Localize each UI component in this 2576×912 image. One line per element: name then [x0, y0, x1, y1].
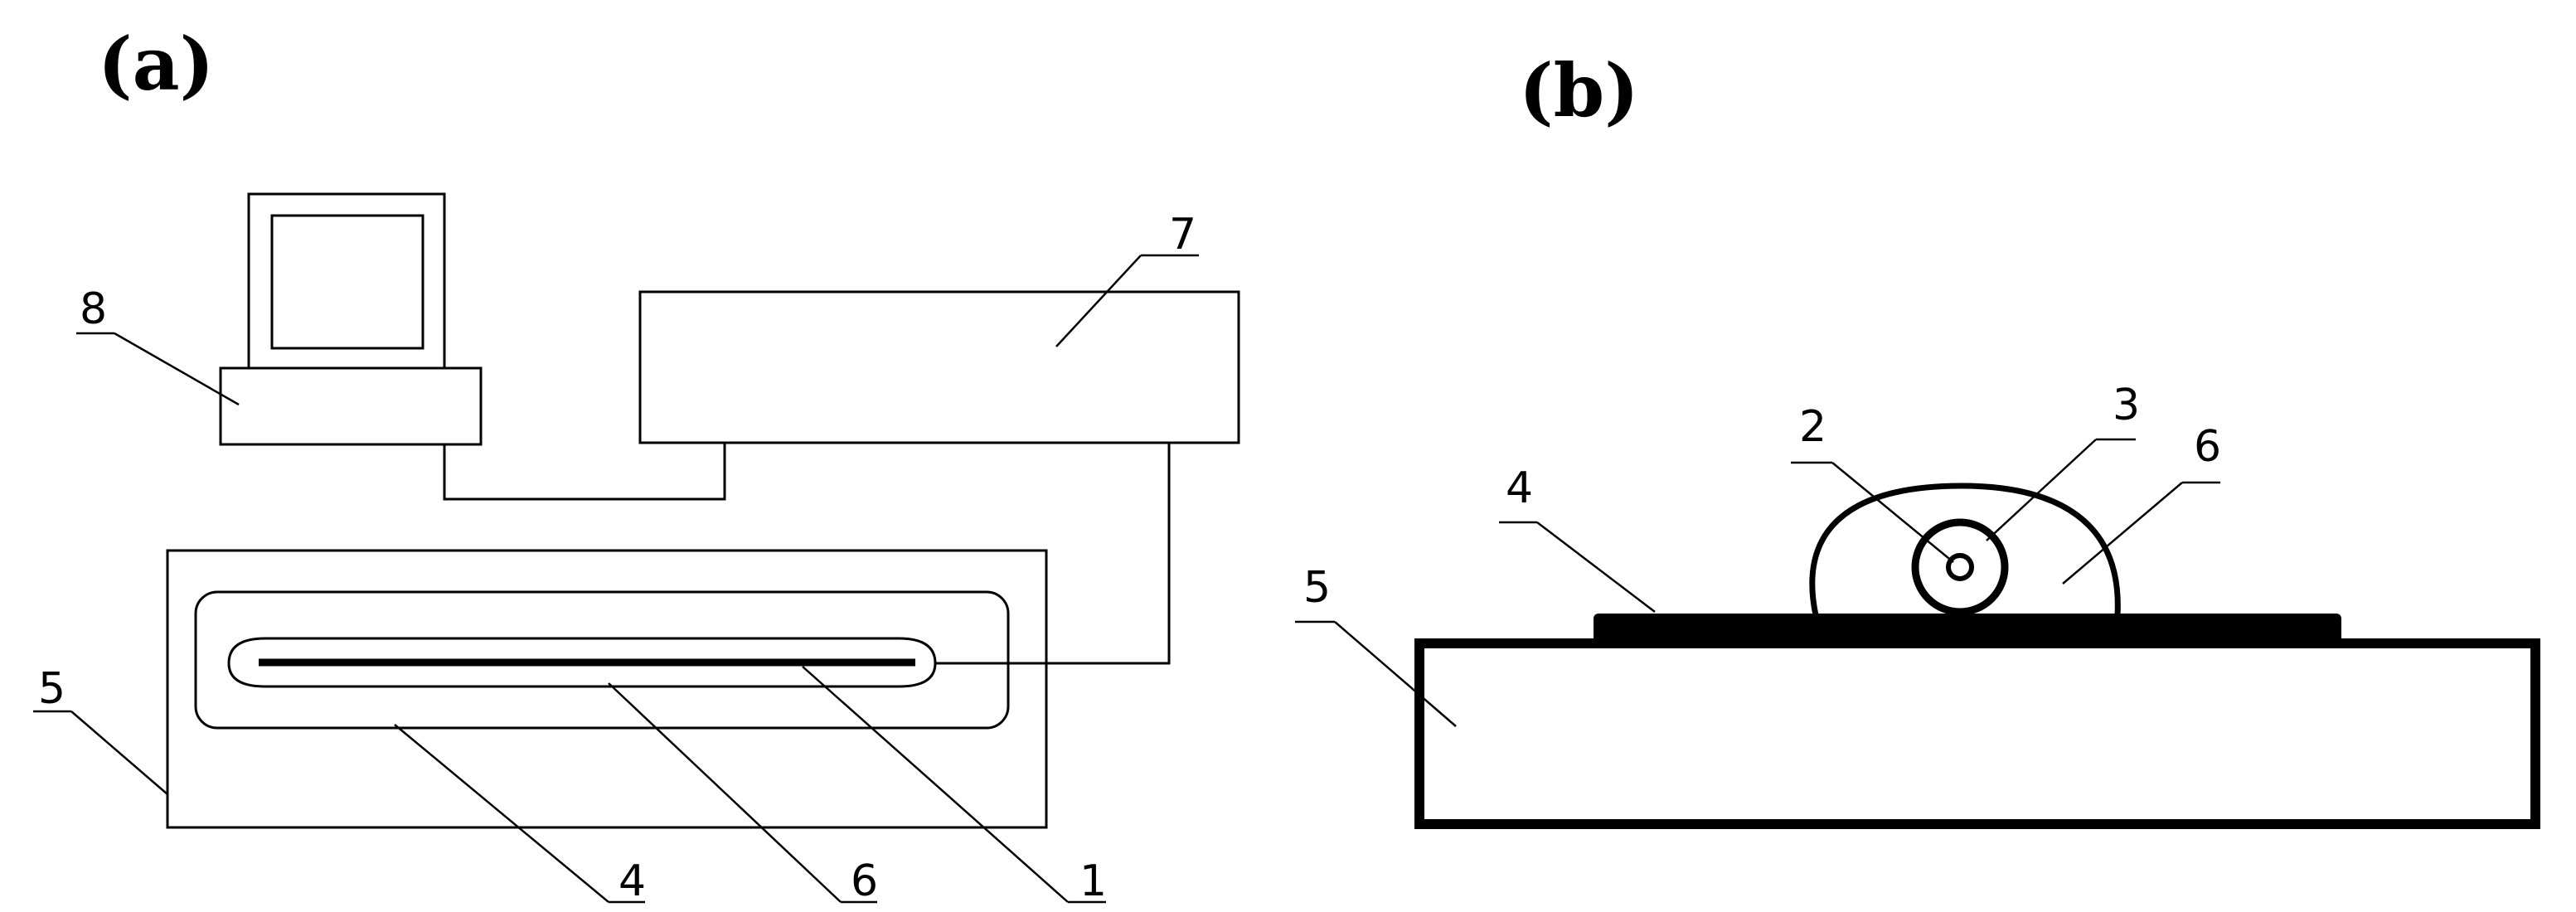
- callout-5: 5: [33, 664, 168, 795]
- computer-base-unit: [219, 366, 483, 446]
- callout-6: 6: [608, 682, 878, 906]
- callout-4a-leader: [394, 724, 609, 903]
- panel-b-label: (b): [1519, 47, 1639, 133]
- callout-8: 8: [76, 284, 240, 406]
- callout-6a-text: 6: [851, 856, 878, 906]
- coating-dome-6: [1809, 483, 2121, 616]
- callout-6b-leader: [2062, 482, 2183, 585]
- computer-monitor-screen: [270, 214, 424, 350]
- coating-ellipse-6: [227, 637, 937, 688]
- cladding-ring-3: [1911, 518, 2009, 616]
- callout-6b: 6: [2062, 422, 2221, 585]
- panel-b: (b) 2 3 6 4: [1295, 47, 2540, 829]
- instrument-box-7: [638, 290, 1240, 444]
- callout-5b-leader: [1334, 621, 1457, 727]
- callout-2-leader: [1831, 462, 1954, 563]
- callout-4a-text: 4: [619, 856, 646, 906]
- callout-3-leader: [1986, 439, 2097, 541]
- callout-1: 1: [802, 666, 1107, 906]
- callout-1-leader: [802, 666, 1069, 903]
- computer-8: [219, 192, 483, 446]
- callout-1-text: 1: [1079, 856, 1107, 906]
- callout-5a-leader: [70, 711, 168, 795]
- callout-8-text: 8: [80, 284, 107, 334]
- outer-box-5: [166, 549, 1048, 829]
- callout-2-text: 2: [1799, 402, 1826, 452]
- callout-4b-leader: [1536, 521, 1656, 613]
- callout-5b-text: 5: [1303, 563, 1331, 613]
- callout-6a-leader: [608, 682, 842, 903]
- substrate-plate-4: [1594, 614, 2341, 643]
- callout-7-leader: [1055, 255, 1142, 347]
- callout-3: 3: [1986, 381, 2140, 541]
- panel-a-label: (a): [98, 21, 214, 107]
- cable-fiber-to-instrument: [935, 443, 1171, 665]
- callout-4b: 4: [1499, 463, 1656, 613]
- callout-5b: 5: [1295, 563, 1457, 727]
- cable-computer-to-instrument: [443, 443, 726, 501]
- computer-monitor-outer: [247, 192, 446, 370]
- substrate-4: [194, 590, 1010, 730]
- callout-4: 4: [394, 724, 646, 906]
- callout-3-text: 3: [2113, 381, 2140, 430]
- callout-4b-text: 4: [1506, 463, 1533, 513]
- callout-6b-text: 6: [2194, 422, 2221, 472]
- base-block-5: [1414, 638, 2540, 829]
- callout-7: 7: [1055, 210, 1199, 347]
- callout-7-text: 7: [1169, 210, 1196, 260]
- callout-2: 2: [1791, 402, 1954, 563]
- callout-8-leader: [114, 332, 240, 406]
- panel-a: (a) 7 8: [33, 21, 1240, 906]
- fiber-core-2: [1946, 553, 1974, 581]
- callout-5a-text: 5: [38, 664, 65, 714]
